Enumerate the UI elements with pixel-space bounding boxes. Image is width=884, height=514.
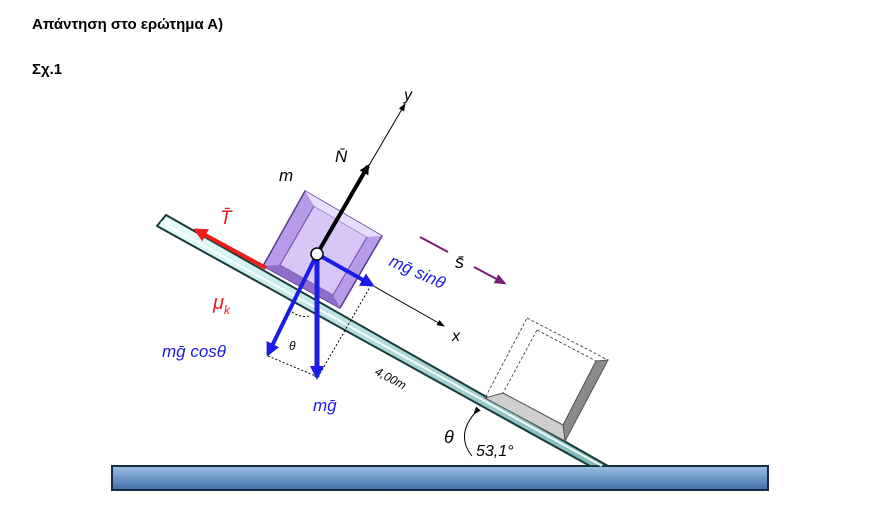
friction-coefficient-label: μk [212,292,231,317]
weight-parallel-arrow [316,252,375,287]
friction-subscript: k [224,303,231,317]
displacement-label: s̄ [455,252,464,272]
theta-label: θ [444,427,454,447]
tension-arrow [193,228,267,270]
answer-heading: Απάντηση στο ερώτημα Α) [32,16,224,33]
angle-value-label: 53,1° [476,443,514,460]
figure-label: Σχ.1 [32,61,63,78]
normal-force-label: N̄ [335,147,348,166]
x-axis-label: x [451,328,461,345]
weight-perpendicular-arrow [266,253,319,357]
weight-label: mḡ [313,396,337,415]
pivot-point [310,247,324,261]
normal-force-arrow [315,164,370,256]
length-label: 4,00m [373,364,409,392]
ground-plate [111,465,769,491]
displacement-arrow [419,236,507,285]
angle-arc [464,406,481,457]
mass-label: m [279,166,293,185]
ghost-block [483,317,609,443]
incline-plane [156,214,609,467]
y-axis-label: y [403,87,413,104]
friction-mu: μ [212,292,224,314]
weight-perpendicular-label: mḡ cosθ [162,342,227,361]
tension-label: T̄ [220,208,233,229]
weight-parallel-label: mḡ sinθ [386,251,449,293]
small-theta-label: θ [289,339,296,353]
